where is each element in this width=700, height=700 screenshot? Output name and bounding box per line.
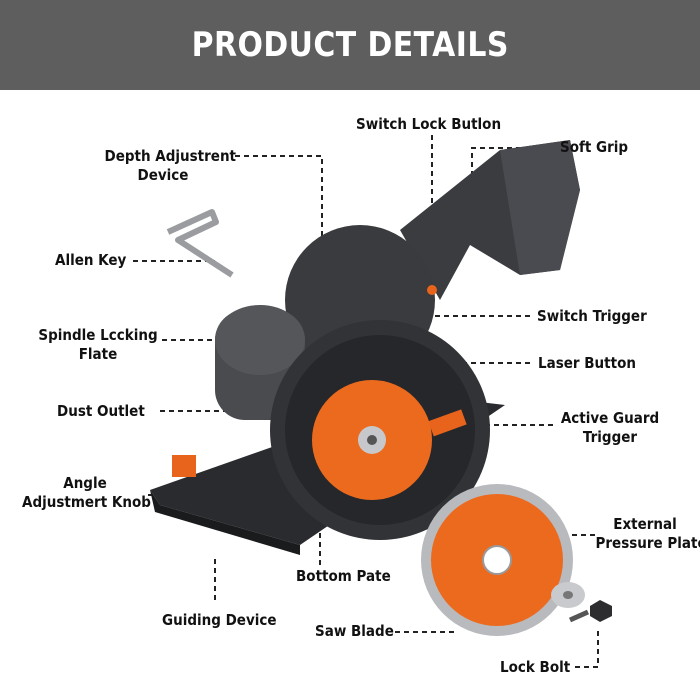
- label-spindle-locking-line2: Flate: [78, 345, 118, 363]
- label-saw-blade: Saw Blade: [315, 622, 394, 641]
- label-switch-lock-button-text: Switch Lock Butlon: [356, 115, 502, 133]
- label-spindle-locking-line1: Spindle Lccking: [38, 326, 158, 344]
- label-active-guard-line1: Active Guard: [560, 409, 660, 427]
- label-switch-trigger-text: Switch Trigger: [537, 307, 647, 325]
- label-angle-adjustment-line1: Angle: [63, 474, 107, 492]
- product-illustration: [133, 135, 612, 668]
- label-external-pressure-line1: External: [613, 515, 677, 533]
- label-soft-grip-text: Soft Grip: [560, 138, 629, 156]
- label-active-guard-trigger: Active Guard Trigger: [561, 409, 660, 447]
- label-angle-adjustment: Angle Adjustmert Knob: [22, 474, 151, 512]
- label-saw-blade-text: Saw Blade: [315, 622, 394, 640]
- label-external-pressure-line2: Pressure Plate: [595, 534, 700, 552]
- label-allen-key-text: Allen Key: [55, 251, 127, 269]
- label-bottom-plate: Bottom Pate: [296, 567, 391, 586]
- label-external-pressure-plate: External Pressure Plate: [595, 515, 700, 553]
- label-active-guard-line2: Trigger: [582, 428, 638, 446]
- label-soft-grip: Soft Grip: [560, 138, 628, 157]
- label-guiding-device-text: Guiding Device: [162, 611, 277, 629]
- label-depth-adjustment: Depth Adjustrent Device: [104, 147, 237, 185]
- label-bottom-plate-text: Bottom Pate: [296, 567, 391, 585]
- label-laser-button: Laser Button: [538, 354, 636, 373]
- header-banner: PRODUCT DETAILS: [0, 0, 700, 90]
- label-spindle-locking: Spindle Lccking Flate: [35, 326, 161, 364]
- lock-bolt-icon: [568, 600, 612, 623]
- label-angle-adjustment-line2: Adjustmert Knob: [22, 493, 151, 511]
- label-lock-bolt: Lock Bolt: [500, 658, 570, 677]
- label-depth-adjustment-line2: Device: [137, 166, 189, 184]
- label-allen-key: Allen Key: [55, 251, 126, 270]
- label-lock-bolt-text: Lock Bolt: [500, 658, 571, 676]
- label-switch-trigger: Switch Trigger: [537, 307, 647, 326]
- saw-blade-icon: [421, 484, 573, 636]
- leader-depth: [235, 155, 323, 255]
- circular-saw-icon: [150, 140, 580, 555]
- label-guiding-device: Guiding Device: [162, 611, 277, 630]
- page-title: PRODUCT DETAILS: [191, 25, 509, 65]
- leader-external: [559, 534, 595, 575]
- label-dust-outlet: Dust Outlet: [57, 402, 145, 421]
- label-laser-button-text: Laser Button: [538, 354, 636, 372]
- label-dust-outlet-text: Dust Outlet: [57, 402, 145, 420]
- label-switch-lock-button: Switch Lock Butlon: [356, 115, 501, 134]
- pressure-plate-icon: [551, 582, 585, 608]
- label-depth-adjustment-line1: Depth Adjustrent: [104, 147, 237, 165]
- allen-key-icon: [166, 209, 234, 278]
- leader-lock-bolt: [575, 630, 599, 668]
